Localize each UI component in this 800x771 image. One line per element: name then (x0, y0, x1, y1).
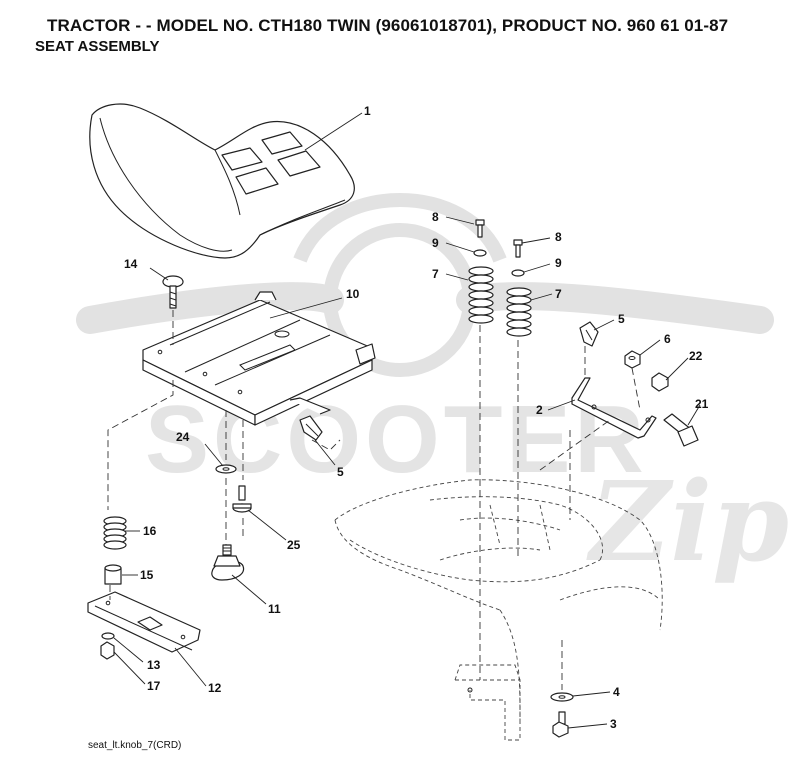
callout-7-left: 7 (432, 267, 439, 281)
washer-9-left (473, 249, 487, 257)
bolt-8-left (475, 219, 485, 238)
callout-11: 11 (268, 602, 281, 616)
bolt-3 (552, 711, 569, 738)
callout-8-left: 8 (432, 210, 439, 224)
callout-17: 17 (147, 679, 161, 693)
seat-pan (142, 291, 376, 426)
page-title: TRACTOR - - MODEL NO. CTH180 TWIN (96061… (47, 16, 729, 35)
callout-9-right: 9 (555, 256, 562, 270)
callout-22: 22 (689, 349, 703, 363)
washer-13 (101, 632, 115, 640)
callout-12: 12 (208, 681, 222, 695)
callout-13: 13 (147, 658, 161, 672)
washer-9-right (511, 269, 525, 277)
watermark-script: Zip (586, 457, 789, 586)
callout-25: 25 (287, 538, 301, 552)
callout-8-right: 8 (555, 230, 562, 244)
callout-6: 6 (664, 332, 671, 346)
spacer-15 (104, 564, 122, 585)
leader-lines (113, 112, 701, 729)
callout-24: 24 (176, 430, 190, 444)
callout-14: 14 (124, 257, 138, 271)
spring-16 (103, 516, 127, 550)
carriage-bolt-14 (162, 275, 184, 309)
callout-4: 4 (613, 685, 620, 699)
callout-16: 16 (143, 524, 157, 538)
callout-5-right: 5 (618, 312, 625, 326)
bracket-2 (571, 377, 657, 439)
callout-15: 15 (140, 568, 154, 582)
callout-labels: 1 14 10 5 24 25 16 15 11 13 17 12 8 9 7 … (124, 104, 709, 731)
callout-7-right: 7 (555, 287, 562, 301)
callout-1: 1 (364, 104, 371, 118)
diagram-code: seat_lt.knob_7(CRD) (88, 740, 182, 751)
callout-10: 10 (346, 287, 360, 301)
shoulder-bolt-21 (663, 413, 699, 447)
spring-7-left (468, 266, 494, 324)
seat-cushion (89, 103, 355, 259)
slide-bracket-12 (87, 591, 201, 653)
callout-21: 21 (695, 397, 709, 411)
knob-11 (211, 544, 245, 581)
fender-outline (334, 479, 663, 741)
spring-7-right (506, 287, 532, 337)
nut-22 (651, 372, 669, 392)
washer-24 (215, 464, 237, 474)
nut-17 (100, 641, 115, 660)
callout-5-left: 5 (337, 465, 344, 479)
spring-clip-right (579, 321, 599, 347)
callout-3: 3 (610, 717, 617, 731)
page-subtitle: SEAT ASSEMBLY (35, 38, 160, 55)
callout-9-left: 9 (432, 236, 439, 250)
bolt-25 (232, 485, 252, 513)
spring-clip-left (299, 415, 323, 441)
washer-4 (550, 692, 574, 702)
callout-2: 2 (536, 403, 543, 417)
bolt-8-right (513, 239, 523, 258)
nut-6 (624, 350, 641, 369)
